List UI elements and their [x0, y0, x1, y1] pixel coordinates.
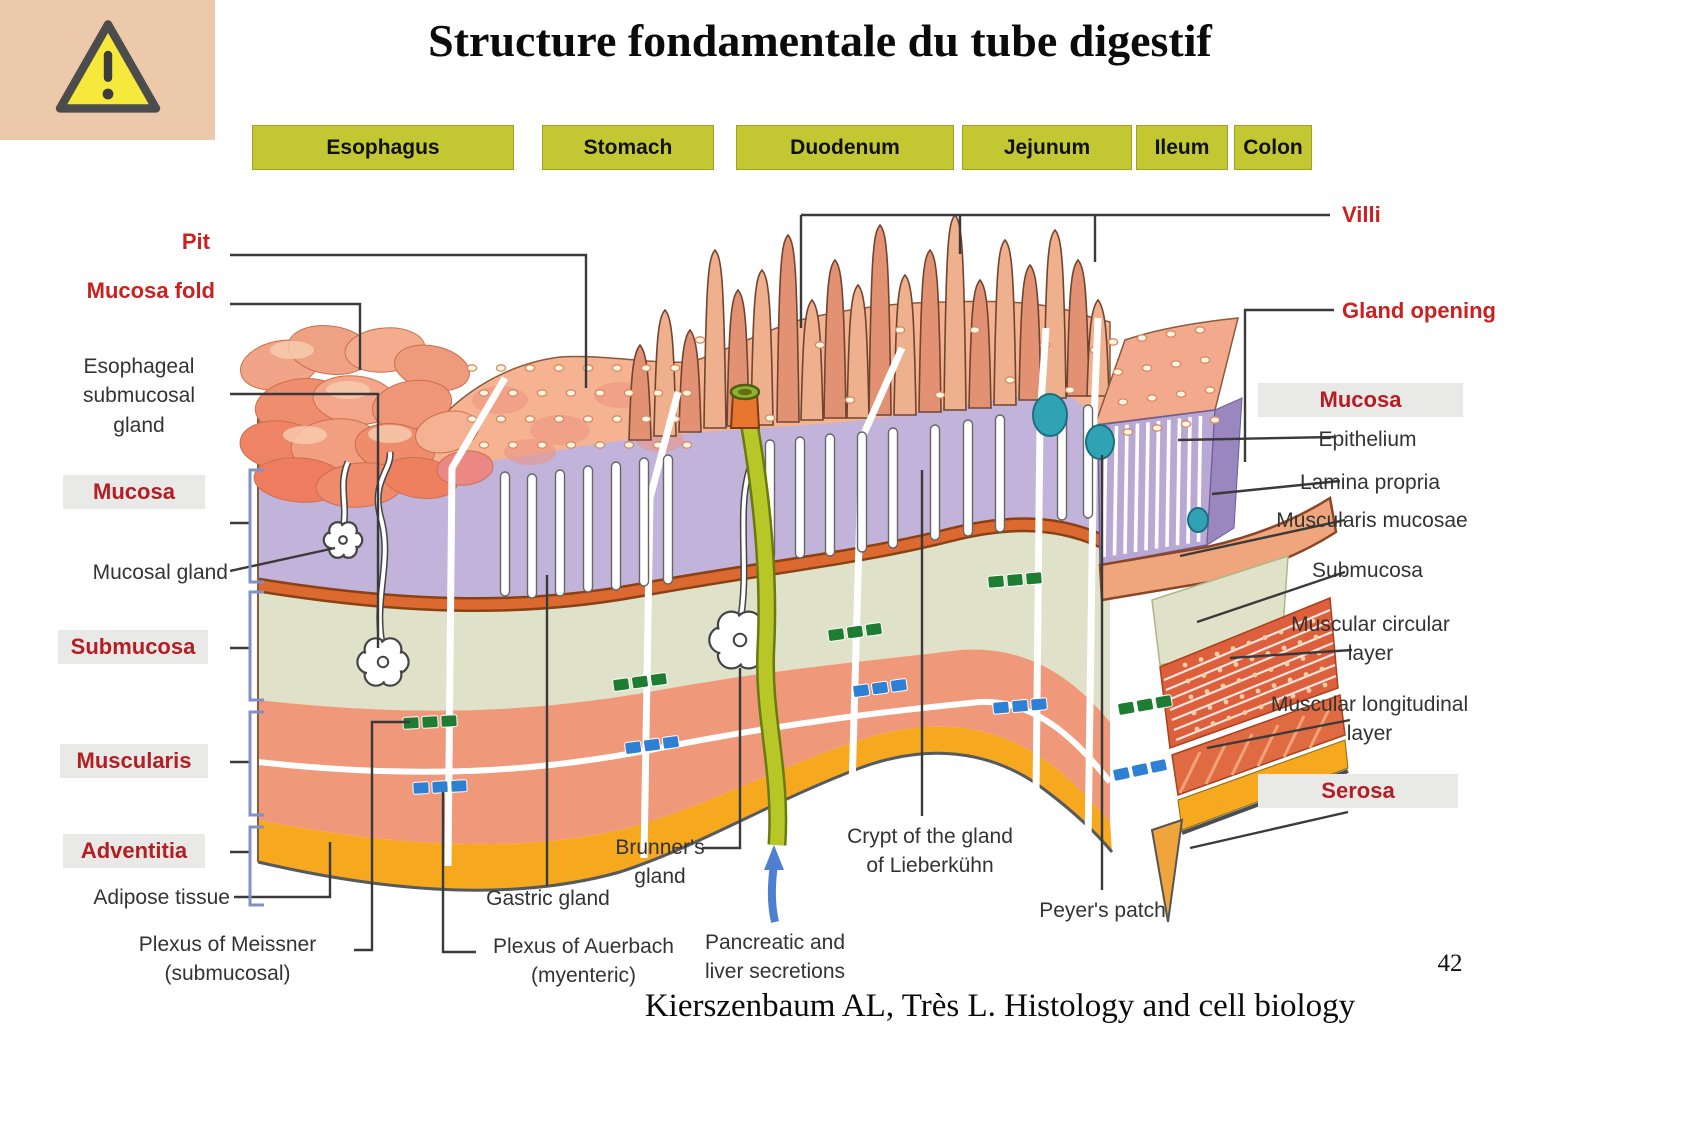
- digestive-tube-diagram: [230, 213, 1353, 954]
- label-esophageal-submucosal-gland: Esophageal submucosal gland: [82, 355, 196, 437]
- layer-stack-cutaway: [1098, 495, 1349, 923]
- brunner-line2: gland: [634, 865, 686, 889]
- label-submucosa-right: Submucosa: [1312, 559, 1423, 582]
- plexus-meissner-line1: Plexus of Meissner: [138, 933, 317, 956]
- esophagus-mucosa-folds: [239, 325, 494, 508]
- pancreatic-duct: [729, 383, 788, 846]
- label-peyers-patch: Peyer's patch: [1039, 899, 1166, 922]
- muscular-longitudinal-line1: Muscular longitudinal: [1270, 693, 1469, 716]
- pancreatic-line2: liver secretions: [704, 960, 846, 984]
- region-header-colon: Colon: [1234, 125, 1312, 170]
- label-gastric-gland: Gastric gland: [486, 887, 610, 910]
- crypt-line1: Crypt of the gland: [847, 825, 1013, 848]
- plexus-meissner-line2: (submucosal): [164, 962, 291, 986]
- label-pit: Pit: [181, 229, 210, 254]
- gland-tubes: [499, 404, 1094, 599]
- peyers-patch-follicles: [1032, 393, 1209, 533]
- label-crypt-lieberkuhn: Crypt of the gland of Lieberkühn: [810, 822, 1050, 881]
- region-header-duodenum: Duodenum: [736, 125, 954, 170]
- leader-lines: [230, 213, 1353, 954]
- plexus-auerbach-line1: Plexus of Auerbach: [493, 935, 674, 958]
- region-header-esophagus: Esophagus: [252, 125, 514, 170]
- gland-opening-pits: [466, 326, 1221, 449]
- label-lamina-propria: Lamina propria: [1299, 471, 1441, 494]
- crypt-line2: of Lieberkühn: [866, 854, 994, 878]
- region-header-jejunum: Jejunum: [962, 125, 1132, 170]
- muscular-circular-line2: layer: [1347, 642, 1394, 666]
- villi-projections: [628, 213, 1110, 441]
- label-brunner-gland: Brunner's gland: [600, 833, 720, 892]
- nerve-plexus-markers: [402, 571, 1173, 795]
- label-muscularis: Muscularis: [60, 744, 208, 778]
- label-mucosal-gland: Mucosal gland: [92, 561, 228, 584]
- gland-ducts: [339, 428, 757, 649]
- page-number: 42: [1437, 950, 1463, 977]
- label-pancreatic-secretions: Pancreatic and liver secretions: [665, 928, 885, 987]
- label-mucosa-right: Mucosa: [1258, 383, 1463, 417]
- label-submucosa-left: Submucosa: [58, 630, 208, 664]
- brunner-line1: Brunner's: [615, 836, 705, 859]
- label-serosa: Serosa: [1258, 774, 1458, 808]
- submucosal-glands: [322, 521, 772, 687]
- citation: Kierszenbaum AL, Très L. Histology and c…: [644, 988, 1356, 1024]
- page-title: Structure fondamentale du tube digestif: [428, 15, 1212, 66]
- region-header-ileum: Ileum: [1136, 125, 1228, 170]
- warning-triangle-icon: [55, 20, 160, 113]
- label-adventitia: Adventitia: [63, 834, 205, 868]
- region-header-stomach: Stomach: [542, 125, 714, 170]
- plexus-auerbach-line2: (myenteric): [530, 964, 636, 988]
- label-adipose-tissue: Adipose tissue: [93, 886, 230, 909]
- label-plexus-meissner: Plexus of Meissner (submucosal): [105, 930, 350, 989]
- label-villi: Villi: [1342, 202, 1381, 227]
- label-gland-opening: Gland opening: [1342, 298, 1496, 323]
- secretion-arrow: [764, 845, 784, 923]
- pancreatic-line1: Pancreatic and: [704, 931, 846, 954]
- muscular-circular-line1: Muscular circular: [1291, 613, 1450, 636]
- warning-banner: [0, 0, 215, 140]
- label-mucosa-fold: Mucosa fold: [86, 278, 215, 303]
- layer-brackets: [248, 468, 264, 907]
- label-muscular-longitudinal: Muscular longitudinal layer: [1252, 690, 1487, 749]
- label-plexus-auerbach: Plexus of Auerbach (myenteric): [476, 932, 691, 991]
- label-epithelium: Epithelium: [1318, 428, 1417, 451]
- label-muscularis-mucosae: Muscularis mucosae: [1276, 509, 1468, 532]
- label-mucosa-left: Mucosa: [63, 475, 205, 509]
- label-muscular-circular: Muscular circular layer: [1268, 610, 1473, 669]
- muscular-longitudinal-line2: layer: [1346, 722, 1393, 746]
